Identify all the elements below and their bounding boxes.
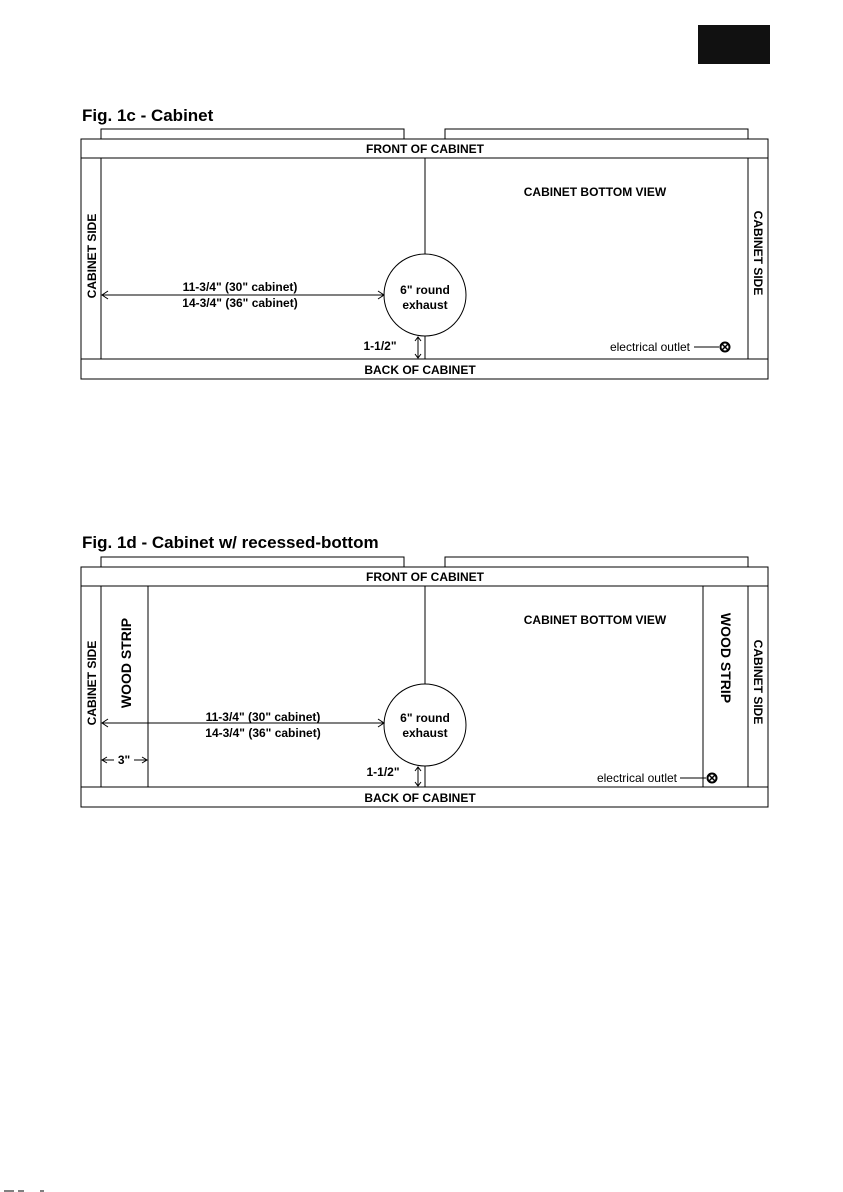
figure-1c-title: Fig. 1c - Cabinet bbox=[82, 106, 214, 125]
figure-1c-diagram bbox=[80, 128, 769, 380]
distance-label-36: 14-3/4" (36" cabinet) bbox=[205, 726, 320, 740]
back-of-cabinet-label: BACK OF CABINET bbox=[364, 791, 476, 805]
arrow-head-right bbox=[377, 718, 385, 728]
offset-arrow-head-bottom bbox=[414, 353, 422, 359]
cabinet-bottom-view-label: CABINET BOTTOM VIEW bbox=[524, 185, 667, 199]
offset-arrow-head-bottom bbox=[414, 781, 422, 787]
exhaust-label-line2: exhaust bbox=[402, 726, 447, 740]
arrow-head-right bbox=[377, 290, 385, 300]
cabinet-side-label-right: CABINET SIDE bbox=[751, 640, 765, 725]
page-edge-fragment bbox=[4, 1190, 44, 1192]
back-of-cabinet-label: BACK OF CABINET bbox=[364, 363, 476, 377]
exhaust-label-line2: exhaust bbox=[402, 298, 447, 312]
offset-arrow-head-top bbox=[414, 336, 422, 342]
front-of-cabinet-label: FRONT OF CABINET bbox=[366, 142, 485, 156]
cabinet-bottom-view-label: CABINET BOTTOM VIEW bbox=[524, 613, 667, 627]
distance-label-30: 11-3/4" (30" cabinet) bbox=[183, 280, 298, 294]
door-outline-left bbox=[100, 128, 405, 139]
electrical-outlet-icon bbox=[719, 341, 731, 353]
cabinet-side-label-left: CABINET SIDE bbox=[85, 641, 99, 726]
strip-arrow-head-right bbox=[141, 756, 148, 764]
strip-width-label: 3" bbox=[118, 753, 130, 767]
back-offset-label: 1-1/2" bbox=[366, 765, 399, 779]
figure-1c-labels: FRONT OF CABINET BACK OF CABINET CABINET… bbox=[85, 142, 765, 377]
front-of-cabinet-label: FRONT OF CABINET bbox=[366, 570, 485, 584]
offset-arrow-head-top bbox=[414, 766, 422, 772]
electrical-outlet-label: electrical outlet bbox=[597, 771, 678, 785]
door-outline-right bbox=[444, 556, 749, 567]
electrical-outlet-icon bbox=[706, 772, 718, 784]
distance-label-30: 11-3/4" (30" cabinet) bbox=[206, 710, 321, 724]
figure-1d-diagram bbox=[80, 556, 769, 808]
distance-label-36: 14-3/4" (36" cabinet) bbox=[182, 296, 297, 310]
outlet-icon-cross-b bbox=[721, 343, 729, 351]
electrical-outlet-label: electrical outlet bbox=[610, 340, 691, 354]
page-tab-marker bbox=[698, 25, 770, 64]
exhaust-circle bbox=[383, 683, 467, 767]
back-offset-label: 1-1/2" bbox=[363, 339, 396, 353]
cabinet-side-label-right: CABINET SIDE bbox=[751, 211, 765, 296]
arrow-head-left bbox=[101, 290, 109, 300]
door-outline-right bbox=[444, 128, 749, 139]
figure-1d-title: Fig. 1d - Cabinet w/ recessed-bottom bbox=[82, 533, 379, 552]
figure-1d-labels: FRONT OF CABINET BACK OF CABINET CABINET… bbox=[85, 570, 765, 805]
outlet-icon-cross-b bbox=[708, 774, 716, 782]
wood-strip-label-right: WOOD STRIP bbox=[718, 613, 734, 703]
arrow-head-left bbox=[101, 718, 109, 728]
cabinet-side-label-left: CABINET SIDE bbox=[85, 214, 99, 299]
exhaust-label-line1: 6" round bbox=[400, 711, 450, 725]
wood-strip-label-left: WOOD STRIP bbox=[118, 618, 134, 708]
strip-arrow-head-left bbox=[101, 756, 108, 764]
exhaust-label-line1: 6" round bbox=[400, 283, 450, 297]
door-outline-left bbox=[100, 556, 405, 567]
